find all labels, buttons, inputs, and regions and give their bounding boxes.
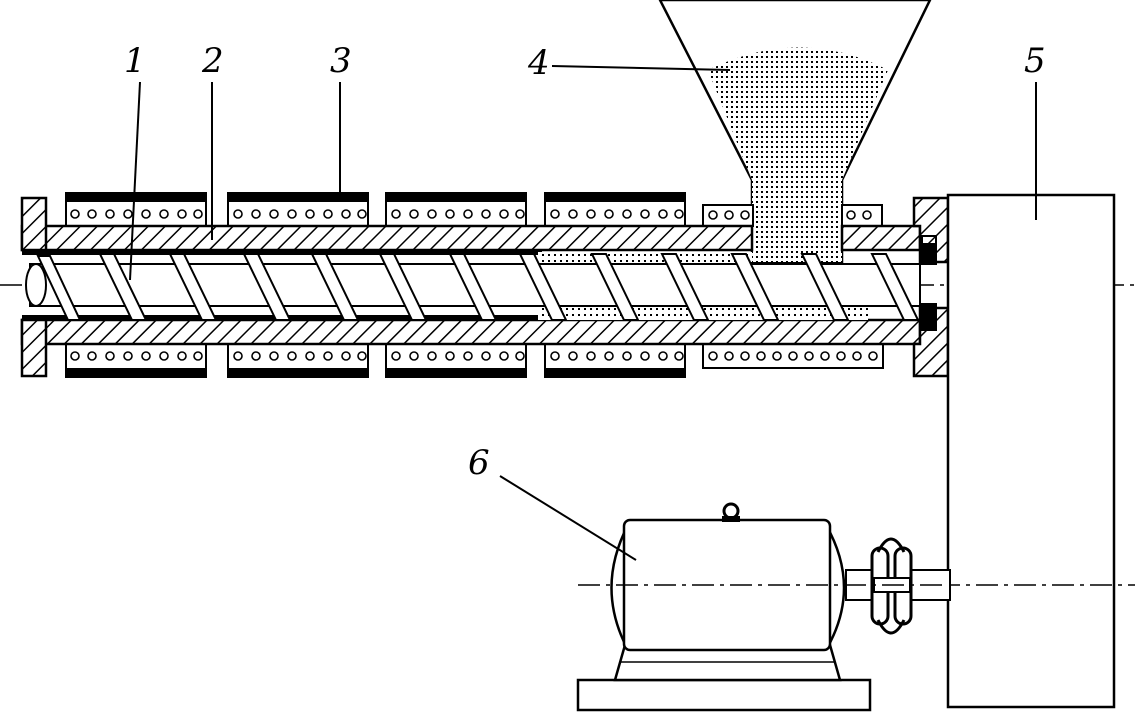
heater-coils-top — [70, 209, 872, 220]
gearbox — [946, 193, 1116, 709]
heater-coils-bottom — [70, 351, 878, 361]
screw-tip — [25, 263, 47, 307]
label-1: 1 — [124, 41, 146, 81]
seal — [921, 235, 937, 331]
motor — [576, 502, 951, 712]
leader-lines — [129, 65, 1037, 561]
leader-4 — [551, 65, 731, 71]
leader-6 — [499, 475, 637, 561]
leader-1 — [129, 81, 141, 281]
screw — [25, 253, 921, 320]
label-4: 4 — [527, 43, 550, 83]
lifting-eye — [722, 502, 740, 520]
label-5: 5 — [1024, 41, 1046, 81]
label-3: 3 — [330, 41, 352, 81]
label-2: 2 — [201, 41, 224, 81]
coupling — [870, 537, 913, 635]
motor-base — [576, 678, 872, 712]
label-6: 6 — [468, 443, 490, 483]
hopper — [658, 0, 932, 264]
screw-flights — [36, 253, 920, 320]
